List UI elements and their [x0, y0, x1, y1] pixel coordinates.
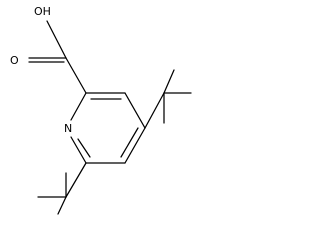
bond-c-oh [46, 20, 67, 59]
carbonyl-oxygen-label: O [10, 54, 19, 67]
bond-c4-c5 [124, 127, 146, 164]
bond-cooh-ring [65, 57, 87, 94]
bond-c6-n [70, 136, 87, 164]
tbu-right-methyl-3 [163, 69, 175, 94]
bond-n-c2 [70, 92, 87, 121]
hydroxyl-label: OH [34, 5, 51, 18]
structure-diagram: OH O N [10, 5, 192, 215]
double-bond-n-c6 [77, 138, 91, 158]
tbu-left-methyl-3 [57, 196, 67, 215]
bond-c3-c4 [124, 92, 146, 129]
double-bond-c4-c5 [120, 127, 139, 158]
bond-c6-tbu [65, 162, 87, 198]
ring-nitrogen-label: N [64, 122, 72, 135]
bond-c4-tbu [144, 92, 165, 129]
